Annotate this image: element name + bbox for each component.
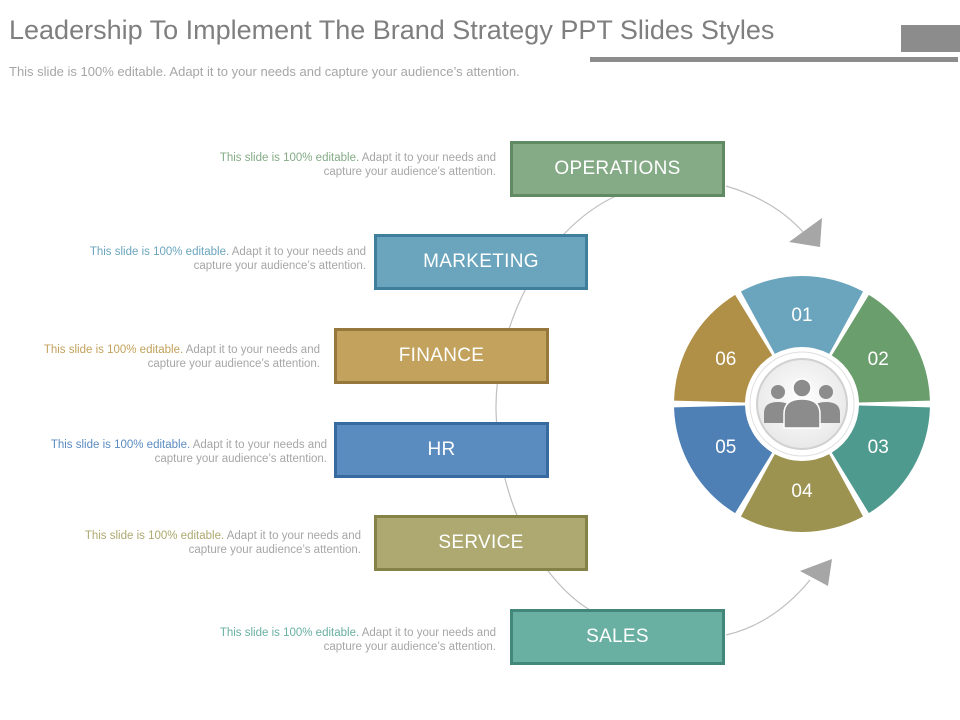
cycle-segment-06: [674, 294, 773, 403]
description-highlight: This slide is 100% editable.: [219, 627, 360, 639]
description-text: Adapt it to your needs and: [229, 246, 366, 258]
bottom-arrowhead-icon: [800, 559, 832, 586]
page-title: Leadership To Implement The Brand Strate…: [9, 15, 775, 45]
box-finance: FINANCE: [334, 328, 549, 384]
item-description: This slide is 100% editable. Adapt it to…: [51, 438, 327, 466]
segment-number: 06: [715, 349, 737, 370]
item-description: This slide is 100% editable. Adapt it to…: [44, 343, 320, 371]
group-people-icon: [764, 378, 840, 429]
box-label: FINANCE: [398, 345, 485, 366]
top-arrowhead-icon: [789, 218, 822, 247]
description-highlight: This slide is 100% editable.: [43, 344, 184, 356]
cycle-segment-03: [831, 405, 930, 514]
box-hr: HR: [334, 422, 549, 478]
description-text: Adapt it to your needs and: [359, 152, 496, 164]
cycle-segment-05: [674, 405, 773, 514]
description-text: Adapt it to your needs and: [359, 627, 496, 639]
description-text-line2: capture your audience’s attention.: [323, 641, 496, 653]
header-rule: [590, 57, 958, 62]
box-label: SERVICE: [438, 532, 524, 553]
segment-number: 05: [715, 437, 737, 458]
description-text-line2: capture your audience’s attention.: [193, 260, 366, 272]
page-subtitle: This slide is 100% editable. Adapt it to…: [9, 64, 520, 79]
box-label: OPERATIONS: [554, 158, 681, 179]
description-highlight: This slide is 100% editable.: [50, 439, 191, 451]
segment-number: 01: [791, 305, 813, 326]
description-highlight: This slide is 100% editable.: [219, 152, 360, 164]
description-highlight: This slide is 100% editable.: [89, 246, 230, 258]
top-arrow-curve: [725, 185, 804, 233]
bottom-arrow-curve: [725, 579, 811, 636]
box-marketing: MARKETING: [374, 234, 588, 290]
item-description: This slide is 100% editable. Adapt it to…: [220, 626, 496, 654]
item-description: This slide is 100% editable. Adapt it to…: [85, 529, 361, 557]
header-accent-block: [901, 25, 960, 52]
description-text: Adapt it to your needs and: [224, 530, 361, 542]
box-label: SALES: [586, 626, 649, 647]
description-text: Adapt it to your needs and: [190, 439, 327, 451]
box-label: MARKETING: [423, 251, 539, 272]
description-highlight: This slide is 100% editable.: [84, 530, 225, 542]
box-sales: SALES: [510, 609, 725, 665]
description-text-line2: capture your audience’s attention.: [154, 453, 327, 465]
description-text-line2: capture your audience’s attention.: [188, 544, 361, 556]
description-text: Adapt it to your needs and: [183, 344, 320, 356]
item-description: This slide is 100% editable. Adapt it to…: [90, 245, 366, 273]
segment-number: 03: [867, 437, 889, 458]
cycle-ring: [674, 276, 930, 532]
segment-number: 04: [791, 481, 813, 502]
segment-number: 02: [867, 349, 889, 370]
box-label: HR: [427, 439, 456, 460]
description-text-line2: capture your audience’s attention.: [147, 358, 320, 370]
box-operations: OPERATIONS: [510, 141, 725, 197]
item-description: This slide is 100% editable. Adapt it to…: [220, 151, 496, 179]
cycle-segment-04: [740, 454, 864, 532]
description-text-line2: capture your audience’s attention.: [323, 166, 496, 178]
cycle-segment-02: [831, 294, 930, 403]
box-service: SERVICE: [374, 515, 588, 571]
cycle-segment-01: [740, 276, 864, 354]
